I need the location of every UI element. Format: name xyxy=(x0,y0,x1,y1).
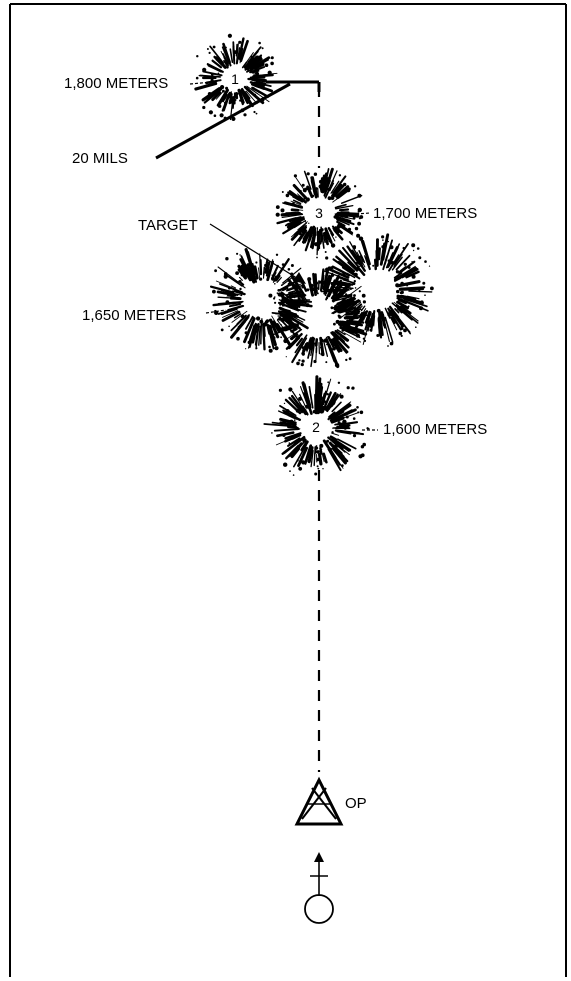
round-number-1: 1 xyxy=(231,71,239,87)
range-label-1800: 1,800 METERS xyxy=(64,75,168,92)
burst-round-2 xyxy=(263,375,370,476)
burst-round-3 xyxy=(275,167,364,259)
target-label: TARGET xyxy=(138,217,198,234)
round-number-3: 3 xyxy=(315,205,323,221)
observation-post-symbol xyxy=(294,776,344,826)
observer-position-symbol xyxy=(304,852,334,924)
observer-label: OP xyxy=(345,795,367,812)
deviation-label: 20 MILS xyxy=(72,150,128,167)
range-label-1650: 1,650 METERS xyxy=(82,307,186,324)
round-number-2: 2 xyxy=(312,419,320,435)
leader-1700 xyxy=(355,212,371,215)
range-label-1600: 1,600 METERS xyxy=(383,421,487,438)
target-arrow xyxy=(209,223,306,284)
leader-1650 xyxy=(205,309,227,314)
burst-round-1 xyxy=(194,33,278,121)
diagram-frame xyxy=(9,3,567,977)
range-label-1700: 1,700 METERS xyxy=(373,205,477,222)
leader-1800 xyxy=(189,81,213,85)
burst-target-left xyxy=(209,248,319,353)
